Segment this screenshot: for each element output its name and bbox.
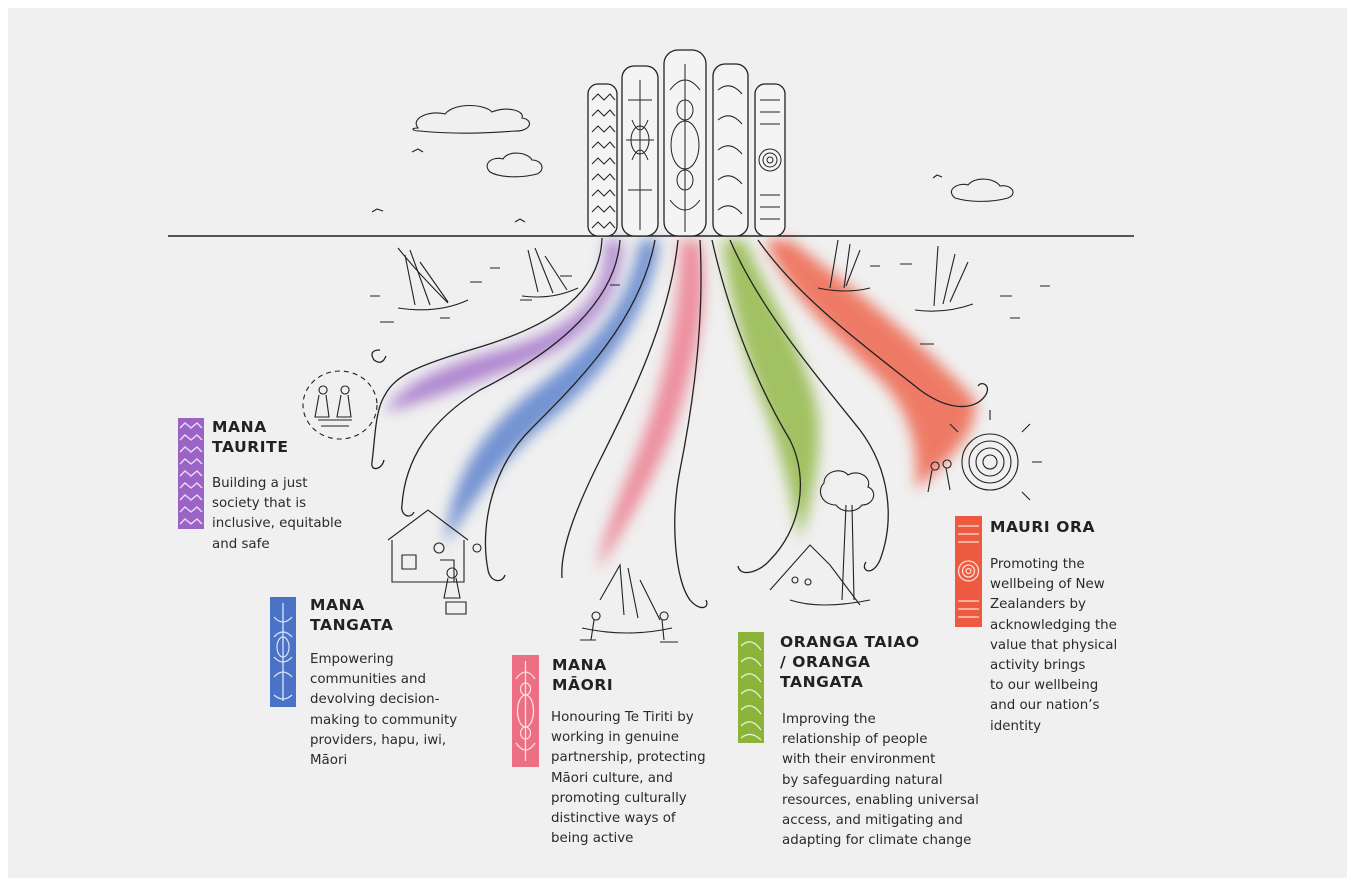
pillar-title: ORANGA TAIAO / ORANGA TANGATA [780,632,920,692]
desc-line: identity [990,718,1042,734]
waka-icon [914,245,974,312]
desc-line: working in genuine [551,730,679,746]
vignette-tangata [387,509,482,615]
title-line: MANA [552,656,607,674]
desc-line: Improving the [782,712,876,727]
waka-icon [817,239,871,292]
water-strokes [370,263,1050,345]
desc-line: adapting for climate change [782,833,972,849]
vignette-mauri [927,410,1042,501]
title-line: MĀORI [552,676,614,694]
desc-line: resources, enabling universal [782,792,979,808]
clouds [412,104,1014,202]
koru-pattern-icon [512,655,539,767]
desc-line: wellbeing of New [990,577,1105,593]
stream-green [722,240,820,540]
title-line: MAURI ORA [990,518,1096,536]
wave-pattern-icon [738,632,764,743]
pillar-title: MAURI ORA [990,517,1095,537]
pillar-title: MANA TANGATA [310,595,393,635]
desc-line: Building a just [212,476,308,491]
title-line: ORANGA TAIAO [780,633,920,651]
flow-lines [371,237,989,609]
desc-line: Empowering [310,652,394,667]
desc-line: acknowledging the [990,617,1117,633]
cloud-icon [412,104,530,134]
desc-line: relationship of people [782,732,928,748]
desc-line: making to community [310,712,458,728]
bird-icon [371,208,384,213]
pillar-title: MANA MĀORI [552,655,613,695]
kowhaiwhai-pattern-icon [270,597,296,707]
bird-icon [514,218,526,223]
desc-line: Māori [310,753,348,769]
desc-line: with their environment [782,752,936,768]
post-spiral [754,83,786,237]
pillar-description: Improving the relationship of people wit… [782,710,979,851]
desc-line: being active [551,831,634,847]
desc-line: distinctive ways of [551,811,676,827]
title-line: MANA [310,596,365,614]
title-line: / ORANGA [780,653,871,671]
title-line: MANA [212,418,267,436]
bird-icon [932,174,943,179]
stream-blue [445,240,660,545]
colour-streams [385,240,976,570]
waka-icon [521,247,579,298]
desc-line: promoting culturally [551,790,687,806]
waka-boats [397,239,974,312]
vignette-taiao [769,470,875,606]
desc-line: society that is [212,496,307,512]
desc-line: providers, hapu, iwi, [310,732,447,748]
title-line: TAURITE [212,438,289,456]
desc-line: by safeguarding natural [782,772,943,788]
post-chevron [587,83,618,237]
stream-purple [385,240,622,412]
cloud-icon [950,178,1014,202]
post-wave [712,63,749,237]
pillar-title: MANA TAURITE [212,417,289,457]
waka-icon [397,247,469,311]
bird-icon [411,148,424,153]
vignette-taurite [302,370,378,440]
pillar-description: Empowering communities and devolving dec… [310,650,457,771]
desc-line: Promoting the [990,557,1085,572]
spiral-pattern-icon [955,516,982,627]
desc-line: value that physical [990,637,1118,653]
desc-line: and our nation’s [990,698,1100,714]
pillar-description: Honouring Te Tiriti by working in genuin… [551,708,706,849]
post-carvings [591,64,782,232]
title-line: TANGATA [780,673,864,691]
desc-line: Māori culture, and [551,770,673,786]
desc-line: devolving decision- [310,692,440,708]
vignette-maori [580,563,678,643]
desc-line: activity brings [990,658,1086,674]
chevron-pattern-icon [178,418,204,529]
desc-line: communities and [310,672,426,688]
desc-line: partnership, protecting [551,750,706,766]
stream-red [765,240,976,490]
carved-posts [587,49,786,237]
desc-line: Zealanders by [990,597,1086,613]
desc-line: access, and mitigating and [782,813,963,829]
desc-line: and safe [212,536,270,552]
desc-line: Honouring Te Tiriti by [551,710,694,725]
title-line: TANGATA [310,616,394,634]
pillar-description: Building a just society that is inclusiv… [212,474,342,555]
desc-line: inclusive, equitable [212,516,343,532]
birds [371,148,943,223]
pillar-description: Promoting the wellbeing of New Zealander… [990,555,1117,737]
desc-line: to our wellbeing [990,678,1099,694]
cloud-icon [486,152,543,178]
stream-pink [598,240,704,570]
